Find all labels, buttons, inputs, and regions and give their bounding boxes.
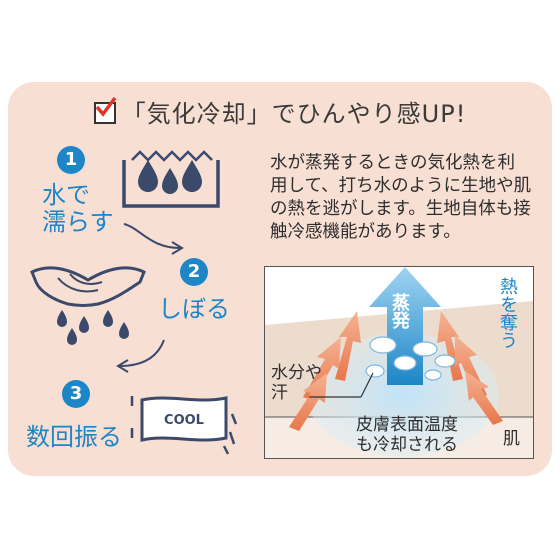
title-text: 「気化冷却」でひんやり感UP! <box>121 100 467 128</box>
step-1-label: 水で 濡らす <box>42 182 114 236</box>
sweat-droplets <box>365 336 456 381</box>
cool-label: COOL <box>164 413 204 428</box>
water-basin-icon <box>122 150 220 208</box>
step-1-number: 1 <box>57 146 85 174</box>
wrung-cloth-icon <box>30 266 146 345</box>
skin-cooled-label: 皮膚表面温度 も冷却される <box>347 415 467 455</box>
checkbox-icon <box>93 96 117 124</box>
skin-cooled-line2: も冷却される <box>356 435 458 455</box>
page-title: 「気化冷却」でひんやり感UP! <box>0 94 560 129</box>
evaporation-label: 蒸発 <box>389 293 410 329</box>
step-2-label: しぼる <box>158 295 230 323</box>
cooling-diagram: 蒸発 熱を奪う 水分や 汗 皮膚表面温度 も冷却される 肌 <box>264 266 534 459</box>
cool-towel-icon: COOL <box>130 396 238 455</box>
moisture-label-line1: 水分や <box>271 363 322 383</box>
curved-arrow-2 <box>116 339 165 373</box>
step-1-label-line1: 水で <box>42 181 90 209</box>
diagram-graphic <box>265 267 533 458</box>
moisture-label: 水分や 汗 <box>271 363 322 403</box>
step-1-label-line2: 濡らす <box>42 208 114 236</box>
curved-arrow-1 <box>123 223 184 255</box>
description-text: 水が蒸発するときの気化熱を利用して、打ち水のように生地や肌の熱を逃がします。生地… <box>270 153 532 242</box>
step-2-number: 2 <box>180 258 208 286</box>
skin-cooled-line1: 皮膚表面温度 <box>356 415 458 435</box>
step-3-number: 3 <box>62 380 90 408</box>
heat-arrows <box>289 311 503 431</box>
steal-heat-label: 熱を奪う <box>497 277 518 349</box>
skin-label: 肌 <box>503 429 520 449</box>
moisture-label-line2: 汗 <box>271 383 288 403</box>
step-3-label: 数回振る <box>26 423 122 451</box>
